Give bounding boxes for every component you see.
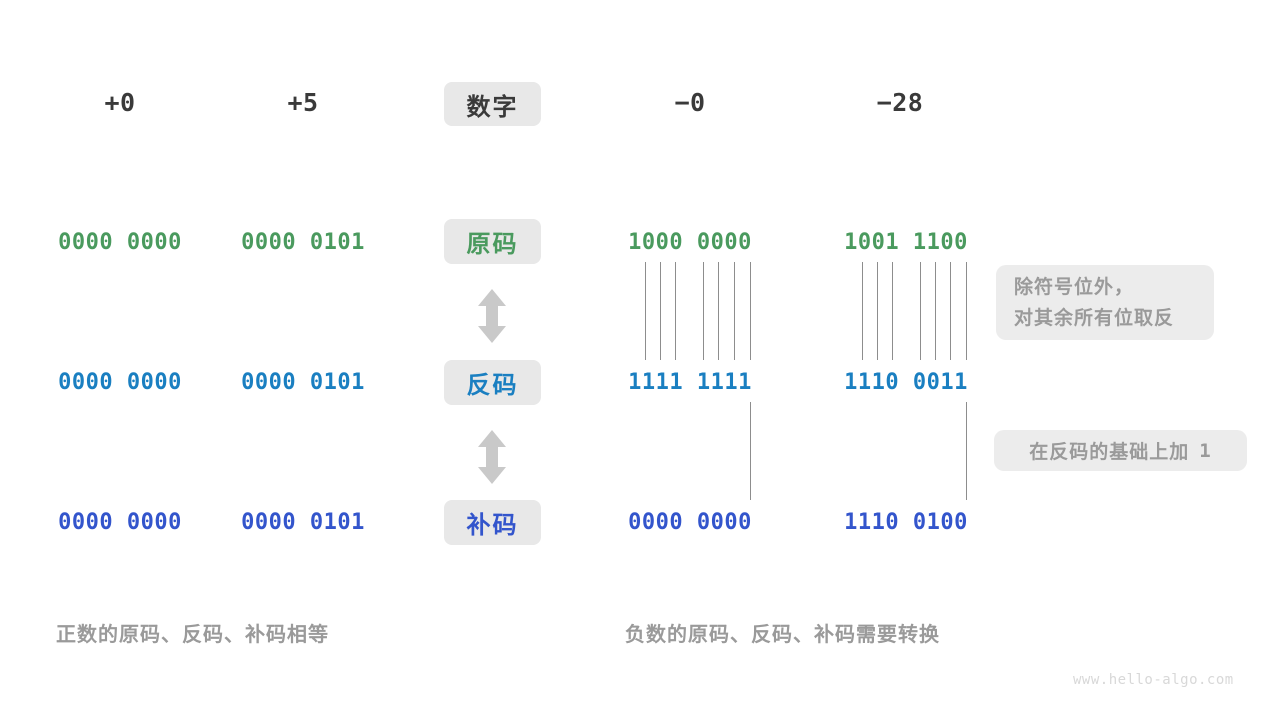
- connector-line: [750, 402, 751, 500]
- caption-negative: 负数的原码、反码、补码需要转换: [625, 624, 940, 646]
- connector-line: [862, 262, 863, 360]
- note-add-one-text: 在反码的基础上加: [1029, 442, 1190, 463]
- row-label-twos-complement: 补码: [444, 500, 541, 545]
- note-invert-line-2: 对其余所有位取反: [1014, 307, 1175, 329]
- connector-line: [750, 262, 751, 360]
- note-add-one-value: 1: [1199, 439, 1212, 462]
- header-value-minus-twentyeight: −28: [876, 88, 924, 117]
- header-value-plus-five: +5: [287, 88, 319, 117]
- ones-complement-minus-zero: 1111 1111: [628, 370, 752, 395]
- connector-line: [718, 262, 719, 360]
- true-form-minus-twentyeight: 1001 1100: [844, 230, 968, 255]
- connector-line: [675, 262, 676, 360]
- connector-line: [920, 262, 921, 360]
- connector-line: [703, 262, 704, 360]
- connector-line: [734, 262, 735, 360]
- arrow-ones-to-twos-icon: [475, 429, 509, 485]
- connector-line: [660, 262, 661, 360]
- true-form-plus-zero: 0000 0000: [58, 230, 182, 255]
- note-invert-bits: 除符号位外， 对其余所有位取反: [996, 265, 1214, 340]
- watermark: www.hello-algo.com: [1073, 672, 1234, 688]
- header-value-plus-zero: +0: [104, 88, 136, 117]
- row-label-true-form: 原码: [444, 219, 541, 264]
- connector-line: [966, 402, 967, 500]
- ones-complement-plus-zero: 0000 0000: [58, 370, 182, 395]
- connector-line: [892, 262, 893, 360]
- twos-complement-plus-five: 0000 0101: [241, 510, 365, 535]
- connector-line: [935, 262, 936, 360]
- twos-complement-minus-twentyeight: 1110 0100: [844, 510, 968, 535]
- ones-complement-plus-five: 0000 0101: [241, 370, 365, 395]
- true-form-minus-zero: 1000 0000: [628, 230, 752, 255]
- twos-complement-plus-zero: 0000 0000: [58, 510, 182, 535]
- twos-complement-minus-zero: 0000 0000: [628, 510, 752, 535]
- row-label-ones-complement: 反码: [444, 360, 541, 405]
- arrow-true-to-ones-icon: [475, 288, 509, 344]
- connector-line: [950, 262, 951, 360]
- note-invert-line-1: 除符号位外，: [1014, 276, 1135, 298]
- connector-line: [645, 262, 646, 360]
- header-value-minus-zero: −0: [674, 88, 706, 117]
- row-label-number: 数字: [444, 82, 541, 126]
- connector-line: [877, 262, 878, 360]
- caption-positive: 正数的原码、反码、补码相等: [56, 624, 329, 646]
- true-form-plus-five: 0000 0101: [241, 230, 365, 255]
- connector-line: [966, 262, 967, 360]
- ones-complement-minus-twentyeight: 1110 0011: [844, 370, 968, 395]
- note-add-one: 在反码的基础上加 1: [994, 430, 1247, 471]
